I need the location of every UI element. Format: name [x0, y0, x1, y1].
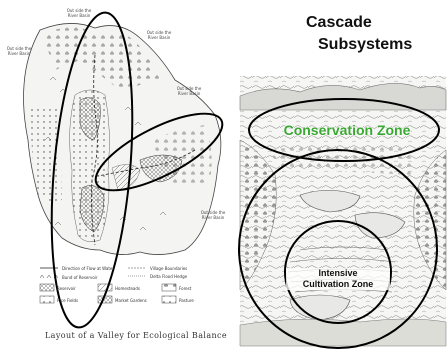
- pasture-area: [30, 105, 62, 201]
- map-caption: Layout of a Valley for Ecological Balanc…: [36, 331, 236, 340]
- legend-label: Market Gardens: [115, 298, 147, 303]
- map-label-outside-basin: Out side the River Basin: [6, 46, 32, 56]
- legend-label: Village Boundaries: [150, 266, 187, 271]
- legend-label: Pasture: [179, 298, 194, 303]
- intensive-cultivation-line-2: Cultivation Zone: [286, 279, 390, 290]
- legend-label: Forest: [179, 286, 191, 291]
- legend-label: Bund of Reservoir: [62, 275, 98, 280]
- title-line-2: Subsystems: [318, 36, 412, 54]
- map-label-outside-basin: Out side the River Basin: [176, 86, 202, 96]
- title-line-1: Cascade: [306, 14, 372, 32]
- intensive-cultivation-label: Intensive Cultivation Zone: [286, 268, 390, 290]
- map-label-outside-basin: Out side the River Basin: [66, 8, 92, 18]
- intensive-cultivation-line-1: Intensive: [286, 268, 390, 279]
- legend-label: Homesteads: [115, 286, 140, 291]
- map-label-outside-basin: Out side the River Basin: [146, 30, 172, 40]
- legend-label: Reservoir: [57, 286, 76, 291]
- forest-hill-top: [270, 144, 413, 175]
- cascade-sketch: [240, 76, 446, 346]
- legend-label: Delta Flood Hedge: [150, 274, 187, 279]
- conservation-zone-label: Conservation Zone: [262, 122, 432, 138]
- legend-label: Direction of Flow at Water: [62, 266, 114, 271]
- map-label-outside-basin: Out side the River Basin: [200, 210, 226, 220]
- valley-map: [24, 23, 221, 254]
- legend-label: Rice Fields: [57, 298, 78, 303]
